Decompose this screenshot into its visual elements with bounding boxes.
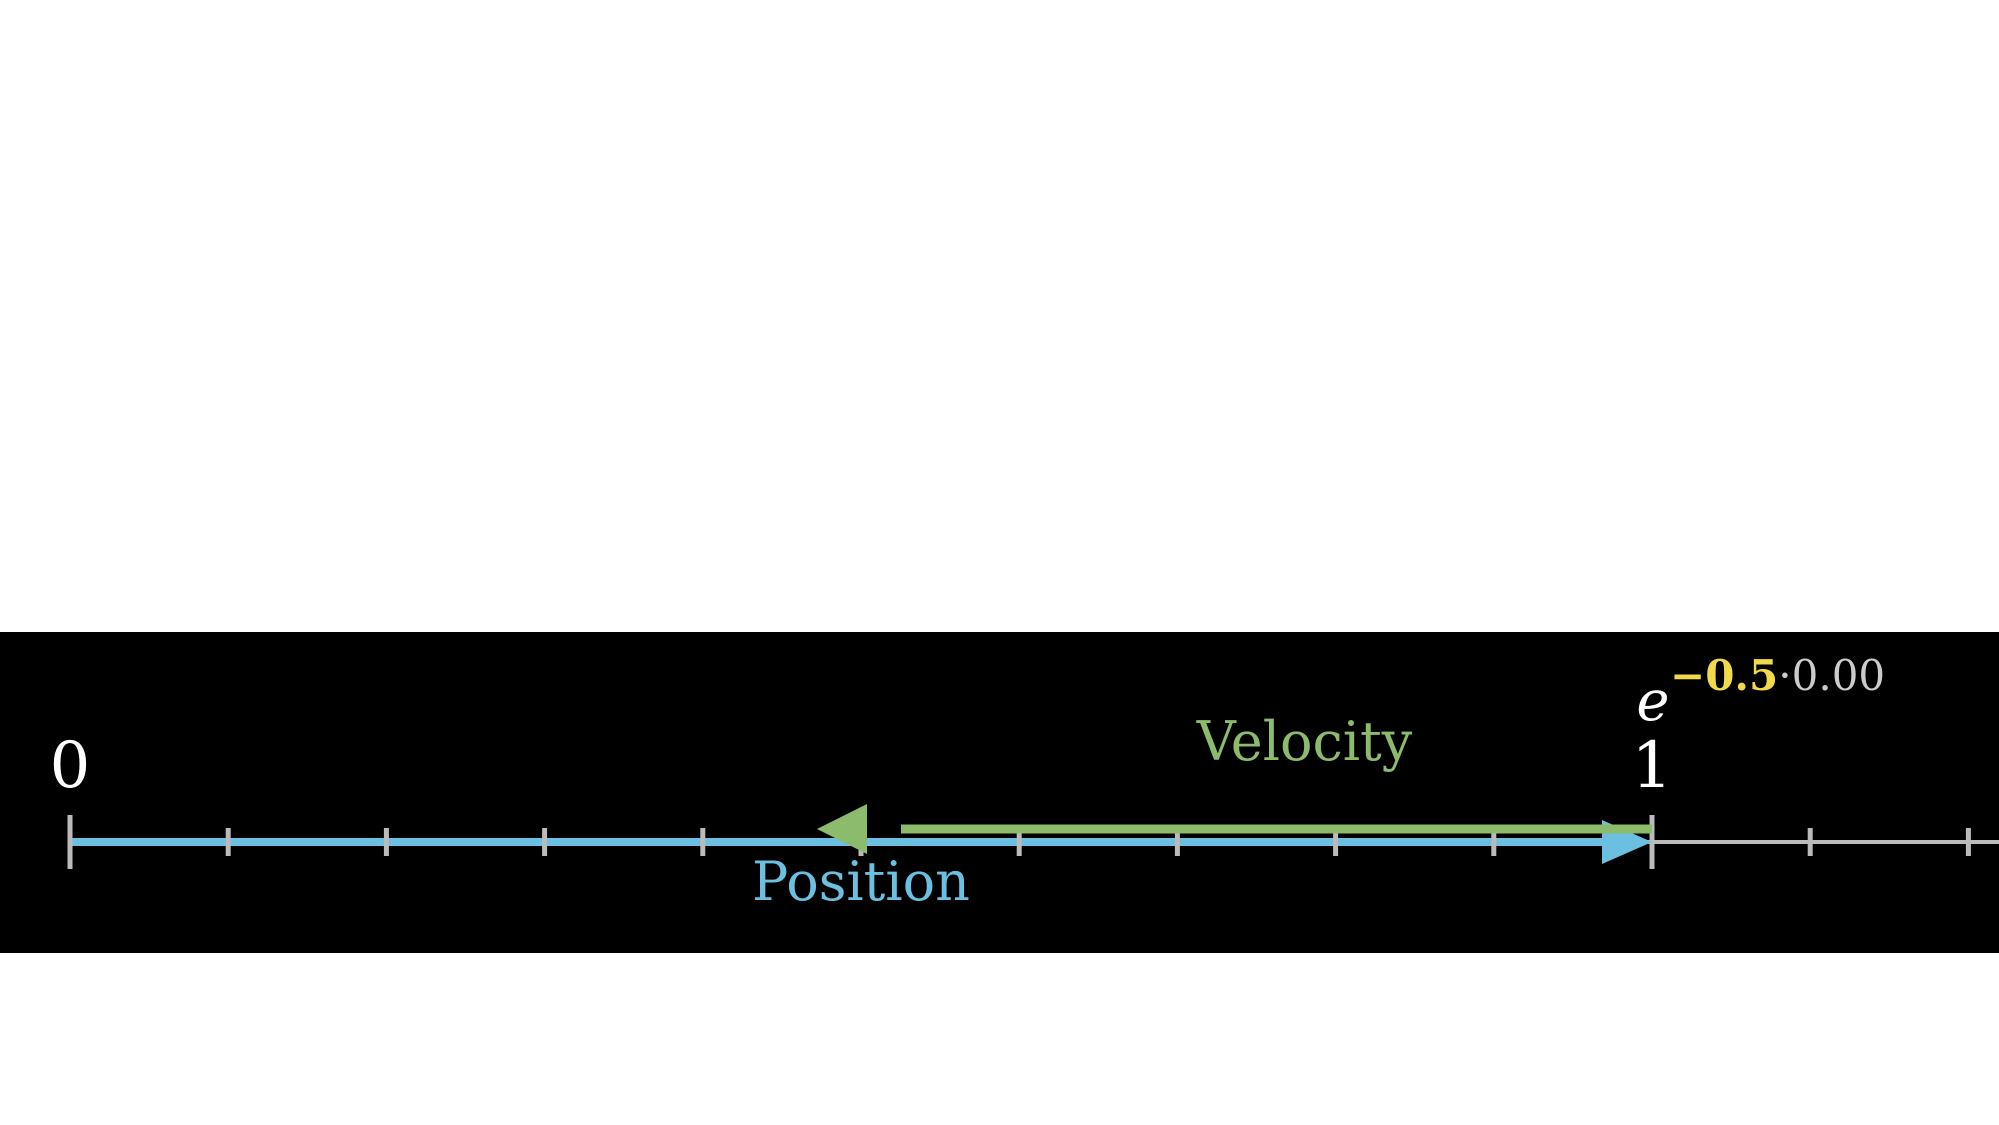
position-label: Position bbox=[752, 850, 970, 913]
axis-label-zero: 0 bbox=[50, 729, 91, 803]
expression-coefficient: −0.5 bbox=[1670, 651, 1778, 700]
animation-frame: 0 1 Velocity Position e −0.5·0.00 bbox=[0, 632, 1999, 953]
expression-time-value: 0.00 bbox=[1792, 651, 1886, 700]
velocity-arrow bbox=[817, 804, 1652, 854]
axis-label-one: 1 bbox=[1632, 729, 1673, 803]
velocity-label: Velocity bbox=[1196, 710, 1413, 773]
number-line-diagram: 0 1 Velocity Position e −0.5·0.00 bbox=[50, 651, 1999, 913]
expression-dot: · bbox=[1778, 651, 1791, 700]
exponential-expression: e −0.5·0.00 bbox=[1636, 651, 1885, 734]
expression-exponent: −0.5·0.00 bbox=[1670, 651, 1885, 700]
velocity-arrow-head bbox=[817, 804, 867, 854]
expression-base: e bbox=[1636, 669, 1669, 734]
